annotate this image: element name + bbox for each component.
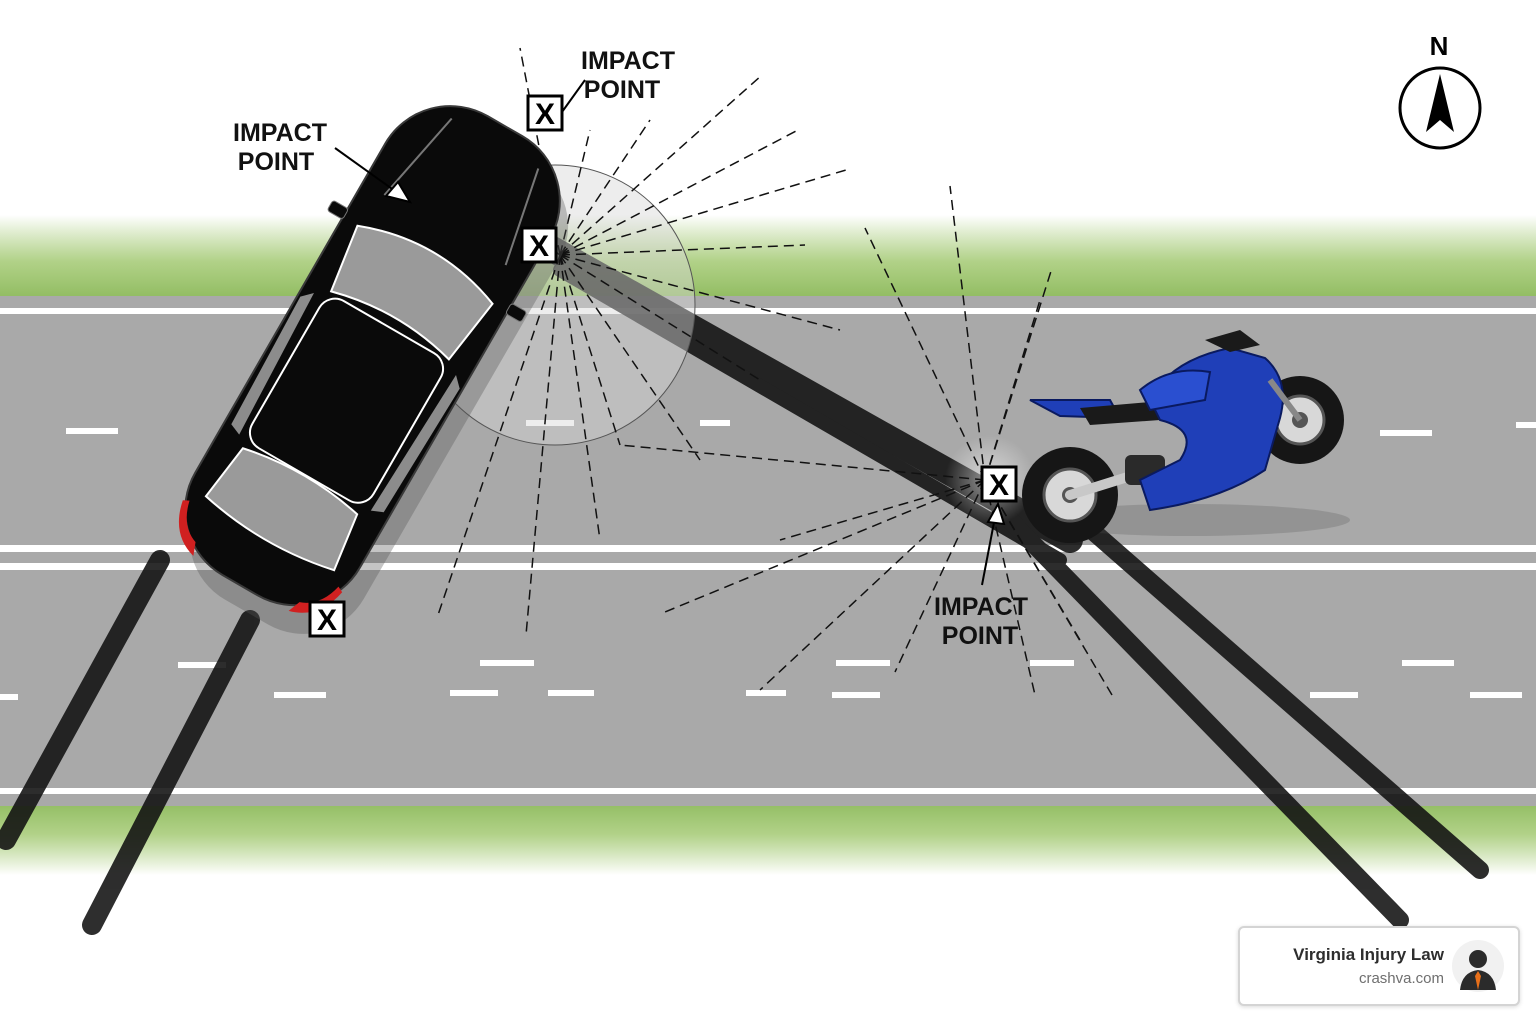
compass: N [1398, 31, 1482, 150]
svg-text:IMPACT: IMPACT [581, 47, 675, 75]
motorcycle-tank [1138, 369, 1212, 412]
callout-arrows [334, 79, 997, 586]
brand-name: Virginia Injury Law [1293, 945, 1444, 964]
car-windshield [329, 224, 494, 361]
motorcycle-windscreen [1205, 330, 1260, 352]
car-side-window-right [370, 375, 460, 513]
x-marker-motorcycle: X [980, 465, 1018, 503]
arrowhead-motorcycle-icon [986, 501, 1006, 526]
motorcycle [1022, 330, 1350, 543]
svg-text:X: X [529, 230, 549, 263]
lane-dashes-south [0, 660, 1522, 700]
branding-card: Virginia Injury Law crashva.com [1238, 926, 1520, 1006]
svg-text:POINT: POINT [942, 622, 1018, 650]
svg-text:X: X [535, 98, 555, 131]
compass-arrow-icon [1426, 74, 1454, 132]
svg-text:IMPACT: IMPACT [934, 593, 1028, 621]
tail-light-right [288, 586, 343, 613]
car-side-window-left [231, 293, 314, 435]
car [178, 105, 569, 634]
x-marker-car-rear: X [308, 600, 346, 638]
grass-south [0, 800, 1536, 875]
motorcycle-seat [1080, 402, 1160, 425]
brand-url: crashva.com [1358, 970, 1444, 987]
callout-car-side: IMPACT POINT [233, 119, 327, 176]
svg-text:N: N [1430, 31, 1449, 61]
callout-motorcycle: IMPACT POINT [934, 593, 1028, 650]
road-edge-south [0, 788, 1536, 794]
x-marker-car-front: X [526, 94, 564, 132]
svg-text:POINT: POINT [238, 148, 314, 176]
tail-light-left [178, 500, 196, 556]
skid-marks [0, 232, 1489, 935]
center-double-line [0, 545, 1536, 570]
mirror-right-icon [506, 303, 527, 322]
svg-text:X: X [989, 469, 1009, 502]
grass-north [0, 215, 1536, 300]
callout-car-front: IMPACT POINT [581, 47, 675, 104]
mirror-left-icon [327, 200, 348, 219]
car-rear-window [204, 447, 359, 572]
svg-text:POINT: POINT [584, 76, 660, 104]
lane-dashes-north [66, 420, 1536, 436]
arrowhead-car-side-icon [384, 180, 413, 204]
x-marker-car-corner: X [520, 226, 558, 264]
lawyer-avatar-icon [1452, 940, 1504, 992]
svg-text:X: X [317, 604, 337, 637]
svg-text:IMPACT: IMPACT [233, 119, 327, 147]
